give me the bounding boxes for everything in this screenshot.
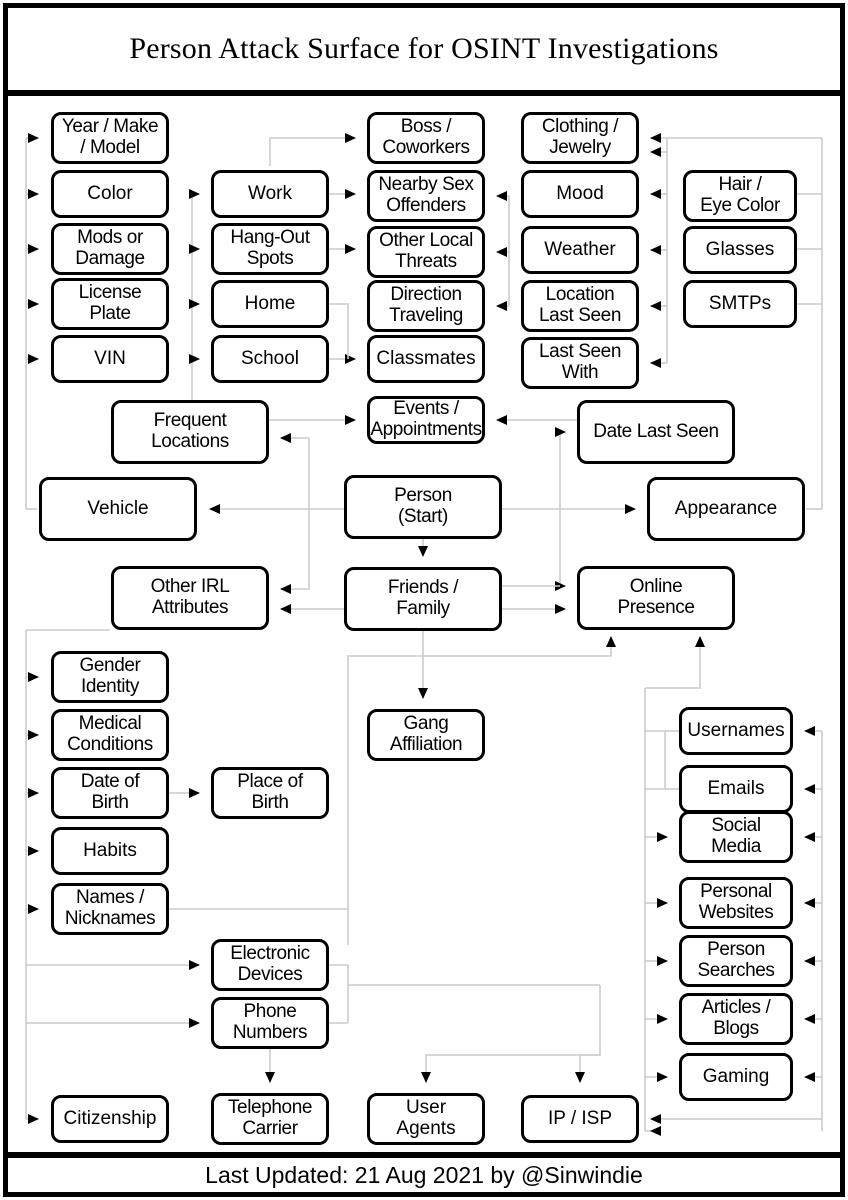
node-mods_damage[interactable]: Mods or Damage — [51, 223, 169, 275]
node-boss_coworkers[interactable]: Boss / Coworkers — [367, 112, 485, 164]
node-online_presence[interactable]: Online Presence — [577, 566, 735, 630]
node-electronic_dev[interactable]: Electronic Devices — [211, 939, 329, 991]
node-personal_sites[interactable]: Personal Websites — [679, 877, 793, 929]
node-vehicle[interactable]: Vehicle — [39, 477, 197, 541]
node-license_plate[interactable]: License Plate — [51, 278, 169, 330]
node-telephone_car[interactable]: Telephone Carrier — [211, 1093, 329, 1145]
node-emails[interactable]: Emails — [679, 765, 793, 813]
node-usernames[interactable]: Usernames — [679, 707, 793, 755]
title-band: Person Attack Surface for OSINT Investig… — [8, 8, 840, 96]
node-clothing_jewelry[interactable]: Clothing / Jewelry — [521, 112, 639, 164]
node-place_of_birth[interactable]: Place of Birth — [211, 767, 329, 819]
node-school[interactable]: School — [211, 335, 329, 383]
node-appearance[interactable]: Appearance — [647, 477, 805, 541]
node-direction_trav[interactable]: Direction Traveling — [367, 280, 485, 332]
node-habits[interactable]: Habits — [51, 827, 169, 875]
node-other_threats[interactable]: Other Local Threats — [367, 226, 485, 278]
node-person_start[interactable]: Person (Start) — [344, 475, 502, 539]
outer-frame — [3, 3, 845, 1197]
node-mood[interactable]: Mood — [521, 170, 639, 218]
node-phone_numbers[interactable]: Phone Numbers — [211, 997, 329, 1049]
node-ip_isp[interactable]: IP / ISP — [521, 1095, 639, 1143]
node-smtps[interactable]: SMTPs — [683, 280, 797, 328]
node-social_media[interactable]: Social Media — [679, 811, 793, 863]
node-citizenship[interactable]: Citizenship — [51, 1095, 169, 1143]
node-person_searches[interactable]: Person Searches — [679, 935, 793, 987]
node-articles_blogs[interactable]: Articles / Blogs — [679, 993, 793, 1045]
footer-text: Last Updated: 21 Aug 2021 by @Sinwindie — [205, 1161, 643, 1188]
node-frequent_loc[interactable]: Frequent Locations — [111, 400, 269, 464]
footer-band: Last Updated: 21 Aug 2021 by @Sinwindie — [8, 1152, 840, 1192]
node-date_of_birth[interactable]: Date of Birth — [51, 767, 169, 819]
node-other_irl[interactable]: Other IRL Attributes — [111, 566, 269, 630]
node-events_appt[interactable]: Events / Appointments — [367, 396, 485, 444]
node-work[interactable]: Work — [211, 170, 329, 218]
node-nearby_sex_off[interactable]: Nearby Sex Offenders — [367, 170, 485, 222]
node-vin[interactable]: VIN — [51, 335, 169, 383]
node-gender_identity[interactable]: Gender Identity — [51, 651, 169, 703]
node-friends_family[interactable]: Friends / Family — [344, 567, 502, 631]
node-last_seen_with[interactable]: Last Seen With — [521, 337, 639, 389]
node-hair_eye_color[interactable]: Hair / Eye Color — [683, 170, 797, 222]
node-home[interactable]: Home — [211, 280, 329, 328]
node-year_make_model[interactable]: Year / Make / Model — [51, 112, 169, 164]
node-gaming[interactable]: Gaming — [679, 1053, 793, 1101]
node-color[interactable]: Color — [51, 170, 169, 218]
node-user_agents[interactable]: User Agents — [367, 1093, 485, 1145]
node-location_last[interactable]: Location Last Seen — [521, 280, 639, 332]
node-gang_affiliation[interactable]: Gang Affiliation — [367, 709, 485, 761]
page-title: Person Attack Surface for OSINT Investig… — [129, 32, 719, 65]
node-glasses[interactable]: Glasses — [683, 226, 797, 274]
node-medical_cond[interactable]: Medical Conditions — [51, 709, 169, 761]
node-weather[interactable]: Weather — [521, 226, 639, 274]
node-date_last_seen[interactable]: Date Last Seen — [577, 400, 735, 464]
node-classmates[interactable]: Classmates — [367, 335, 485, 383]
node-hangout_spots[interactable]: Hang-Out Spots — [211, 223, 329, 275]
node-names_nicknames[interactable]: Names / Nicknames — [51, 883, 169, 935]
